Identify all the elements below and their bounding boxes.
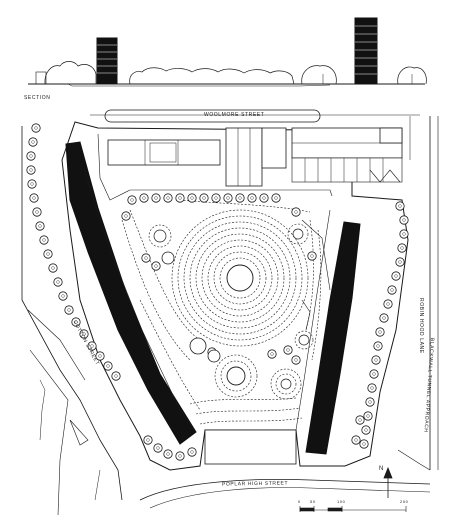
woolmore-street-label: WOOLMORE STREET (204, 112, 265, 118)
annex-block (261, 127, 287, 169)
feature-trees (161, 251, 221, 363)
section-tree-canopy-left (44, 61, 97, 85)
west-kerb (21, 126, 123, 501)
section-elevation (28, 17, 427, 87)
northern-buildings (107, 127, 403, 187)
woolmore-street-road (104, 109, 321, 123)
hall-block (225, 127, 263, 187)
lower-lawn-circle (226, 366, 246, 386)
south-kerb (139, 479, 431, 501)
site-boundary (61, 121, 409, 471)
south-plaza (204, 429, 297, 465)
section-tree-canopy-middle (129, 67, 295, 85)
section-low-building (35, 71, 47, 85)
right-tower-elevation (354, 17, 378, 85)
north-arrow-label: N (379, 466, 384, 472)
section-label: SECTION (24, 95, 51, 101)
street-edges (21, 114, 439, 516)
scale-tick-label: 0 (298, 499, 301, 504)
east-slab-block (305, 221, 361, 455)
central-lawn-circle (226, 264, 254, 292)
scale-tick-label: 100 (337, 499, 346, 504)
scale-tick-label: 50 (310, 499, 316, 504)
scale-tick-label: 200 (400, 499, 409, 504)
section-tree-canopy-far-right (397, 66, 427, 85)
trees-east-row (359, 201, 409, 449)
left-tower-elevation (96, 37, 118, 85)
scale-bar (299, 506, 407, 512)
north-arrow (383, 466, 393, 498)
section-tree-canopy-right (301, 65, 337, 85)
robin-hood-lane-label: ROBIN HOOD LANE (418, 298, 424, 354)
west-slab-block (65, 141, 197, 445)
